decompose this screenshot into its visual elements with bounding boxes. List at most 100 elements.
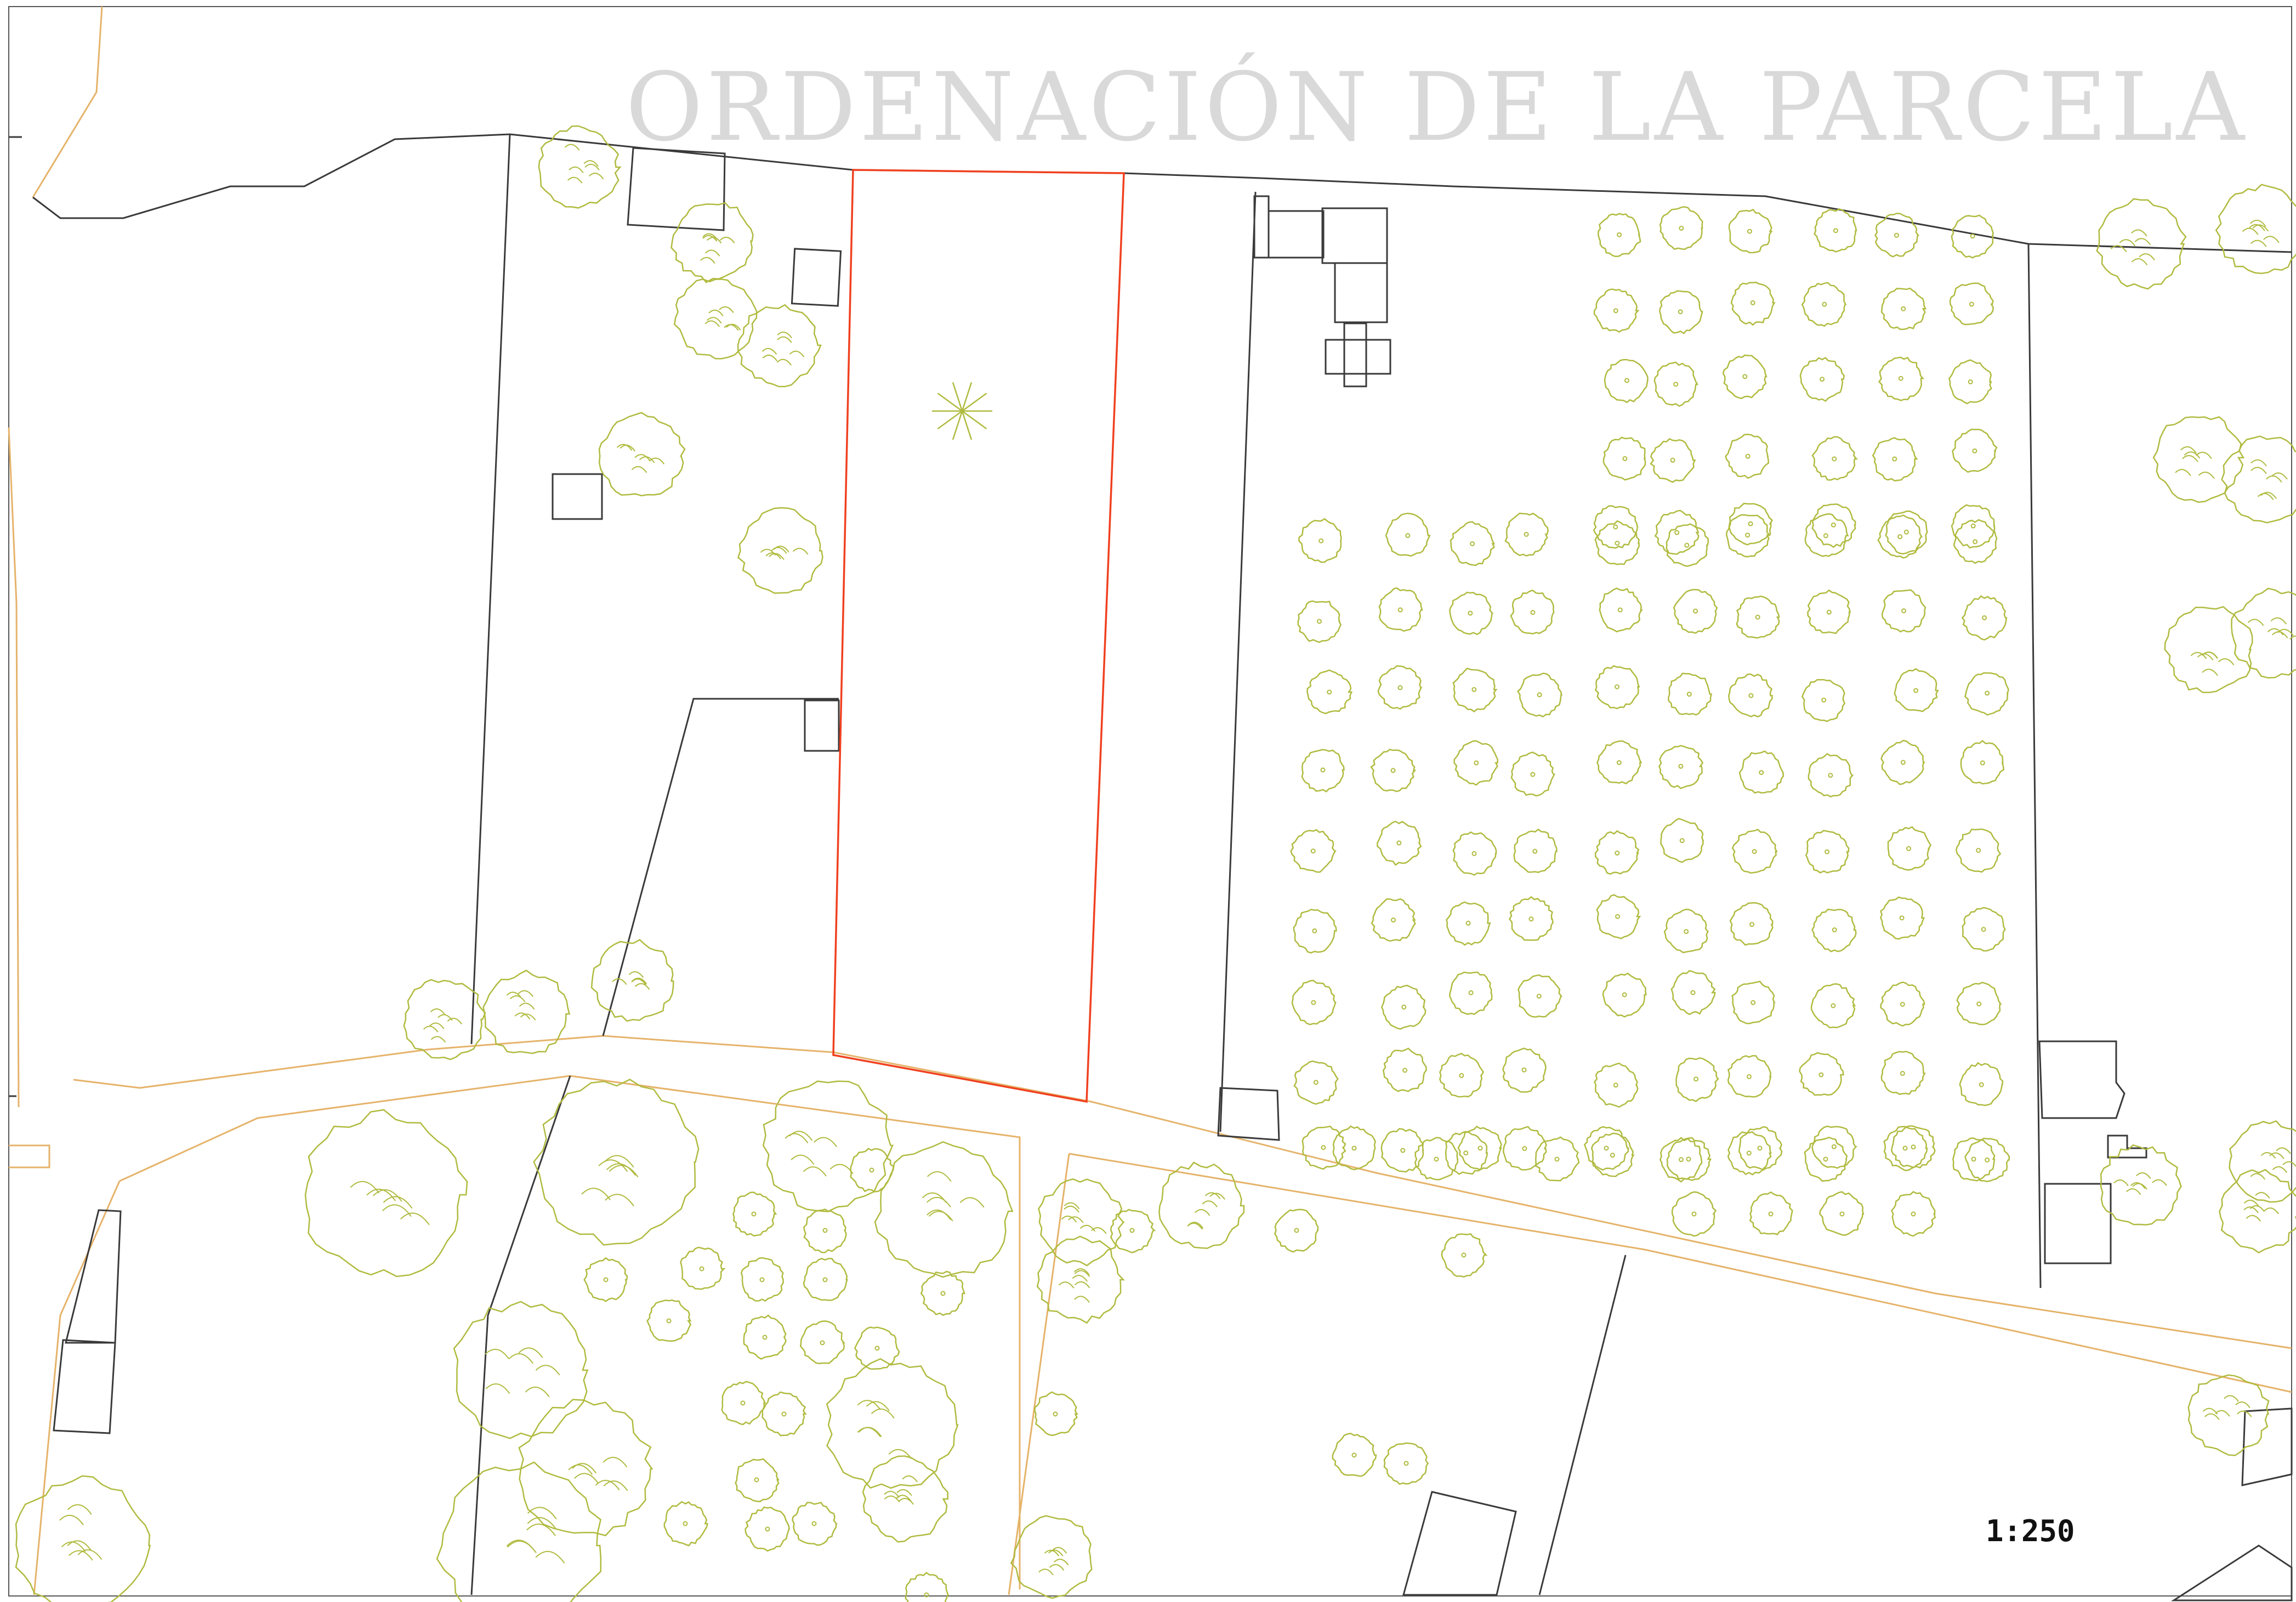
orchard-tree	[1670, 970, 1716, 1016]
orchard-tree	[1673, 589, 1718, 634]
orchard-tree	[1457, 1125, 1502, 1171]
orchard-tree	[1650, 438, 1696, 483]
orchard-tree	[1801, 282, 1847, 327]
orchard-tree	[1952, 429, 1998, 473]
orchard-tree	[1891, 1190, 1936, 1237]
orchard-tree	[1516, 672, 1563, 718]
building-se-1	[2241, 1407, 2293, 1486]
orchard-tree	[1598, 213, 1641, 258]
trees-layer	[15, 125, 2296, 1602]
building-road-1	[1217, 1087, 1280, 1141]
tree	[737, 507, 823, 594]
orchard-tree	[854, 1326, 900, 1370]
orchard-tree	[1811, 908, 1857, 953]
tree	[304, 1109, 468, 1278]
orchard-tree	[1654, 510, 1700, 555]
tree	[2187, 1374, 2270, 1456]
orchard-tree	[1110, 1208, 1156, 1253]
orchard-tree	[1596, 740, 1643, 785]
orchard-tree	[1293, 1061, 1339, 1105]
orchard-tree	[1960, 739, 2005, 785]
orchard-tree	[1596, 894, 1641, 939]
orchard-tree	[1883, 1126, 1928, 1171]
orchard-tree	[1377, 820, 1422, 866]
orchard-tree	[1738, 750, 1784, 794]
orchard-tree	[721, 1381, 766, 1426]
tree	[453, 1301, 589, 1439]
orchard-tree	[1604, 358, 1649, 403]
orchard-tree	[1874, 213, 1920, 258]
tree	[2219, 1168, 2296, 1254]
orchard-tree	[1727, 1131, 1772, 1176]
boundary-east-lot	[1219, 191, 1257, 1132]
orchard-tree	[1887, 826, 1932, 871]
orchard-tree	[1872, 437, 1918, 482]
orchard-tree	[1731, 829, 1778, 874]
orchard-tree	[1453, 740, 1498, 786]
orchard-tree	[1371, 898, 1416, 942]
building-ne-4	[1334, 262, 1388, 323]
orchard-tree	[1370, 749, 1417, 793]
building-east-3	[2044, 1183, 2112, 1264]
building-east-1	[2038, 1040, 2125, 1119]
orchard-tree	[1726, 514, 1771, 558]
orchard-tree	[1034, 1391, 1078, 1436]
orchard-tree	[1880, 896, 1925, 940]
orchard-tree	[1959, 1062, 2004, 1107]
tree	[862, 1455, 949, 1543]
orchard-tree	[1594, 520, 1640, 566]
tree	[1038, 1178, 1126, 1267]
tree	[403, 979, 486, 1061]
building-east-2	[2107, 1134, 2147, 1159]
orchard-tree	[1728, 503, 1774, 546]
orchard-tree	[1814, 208, 1857, 253]
orchard-tree	[680, 1246, 726, 1290]
building-ne-5	[1325, 339, 1391, 375]
orchard-tree	[1302, 1125, 1346, 1170]
orchard-tree	[1414, 1137, 1459, 1181]
boundary-west-lot	[470, 134, 511, 1045]
road-edge-west-stub	[9, 1144, 50, 1168]
tree	[2152, 416, 2245, 503]
orchard-tree	[1663, 908, 1709, 954]
boundary-north	[32, 133, 2292, 253]
orchard-tree	[663, 1501, 708, 1547]
orchard-tree	[1502, 1047, 1547, 1093]
orchard-tree	[1510, 751, 1556, 797]
orchard-tree	[1653, 361, 1699, 407]
orchard-tree	[1518, 974, 1563, 1018]
orchard-tree	[1880, 1051, 1926, 1095]
road-edge-south-2	[1069, 1153, 2292, 1393]
building-nw-4	[804, 699, 840, 752]
road-edge-west-upper	[32, 6, 103, 198]
orchard-tree	[1962, 907, 2007, 952]
orchard-tree	[740, 1257, 784, 1302]
orchard-tree	[1666, 523, 1709, 567]
orchard-tree	[1952, 1137, 1996, 1182]
buildings	[53, 147, 2293, 1601]
tree	[670, 202, 754, 283]
building-south-1	[1402, 1491, 1517, 1596]
orchard-tree	[1801, 679, 1846, 722]
building-west-2	[53, 1339, 116, 1434]
orchard-tree	[1301, 749, 1345, 793]
tree	[518, 1399, 653, 1537]
orchard-tree	[1290, 829, 1337, 873]
orchard-tree	[1439, 1052, 1484, 1098]
tree	[1158, 1161, 1245, 1249]
orchard-tree	[1513, 828, 1558, 873]
tree	[826, 1358, 959, 1489]
orchard-tree	[1293, 909, 1337, 954]
tree	[874, 1141, 1014, 1278]
orchard-tree	[1298, 518, 1342, 563]
boundary-south-2	[1538, 1255, 1627, 1595]
tree	[482, 970, 571, 1054]
orchard-tree	[1449, 971, 1493, 1015]
scale-label: 1:250	[1986, 1514, 2075, 1548]
boundary-orchard-east	[2027, 243, 2042, 1289]
orchard-tree	[1953, 519, 1998, 565]
orchard-tree	[1446, 901, 1491, 946]
tree	[737, 304, 822, 387]
orchard-tree	[1306, 669, 1353, 715]
